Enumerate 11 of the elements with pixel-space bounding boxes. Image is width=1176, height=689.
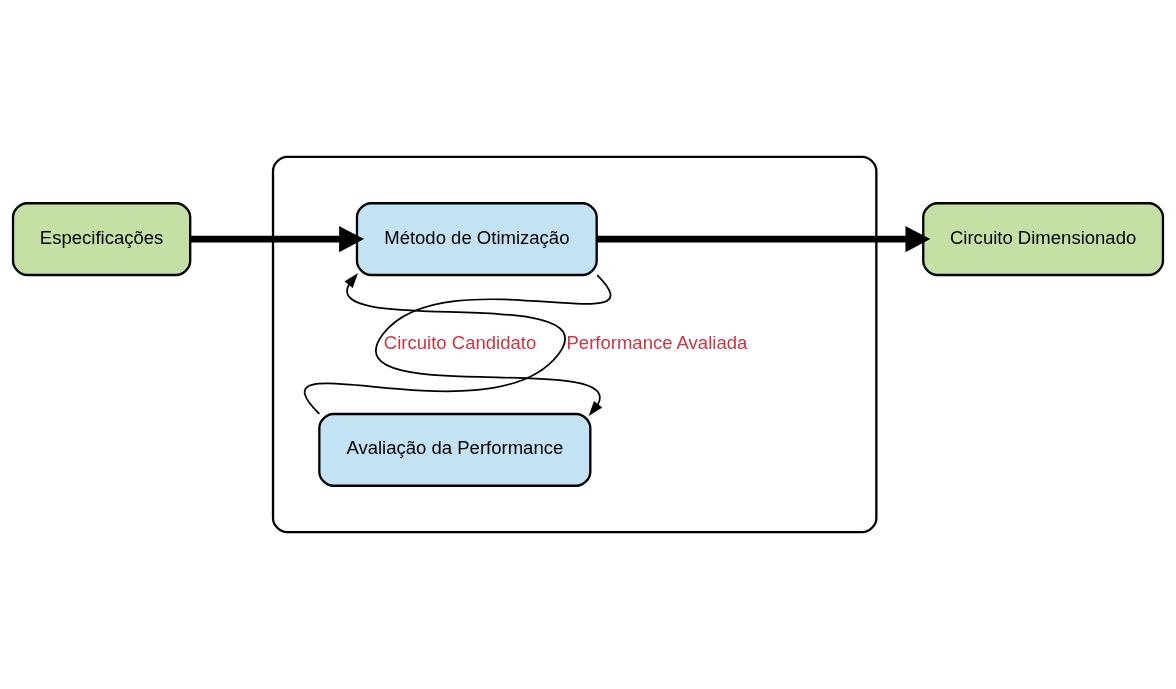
node-box: Especificações [11, 202, 192, 277]
arrow [375, 274, 611, 417]
node-box: Método de Otimização [355, 202, 598, 277]
arrow [190, 226, 364, 253]
edge-label: Performance Avaliada [566, 331, 748, 353]
arrow [596, 226, 931, 253]
node-box: Avaliação da Performance [318, 412, 592, 487]
arrow [304, 272, 566, 415]
edge-label: Circuito Candidato [383, 331, 537, 353]
node-box: Circuito Dimensionado [922, 202, 1165, 277]
cluster [271, 155, 878, 534]
